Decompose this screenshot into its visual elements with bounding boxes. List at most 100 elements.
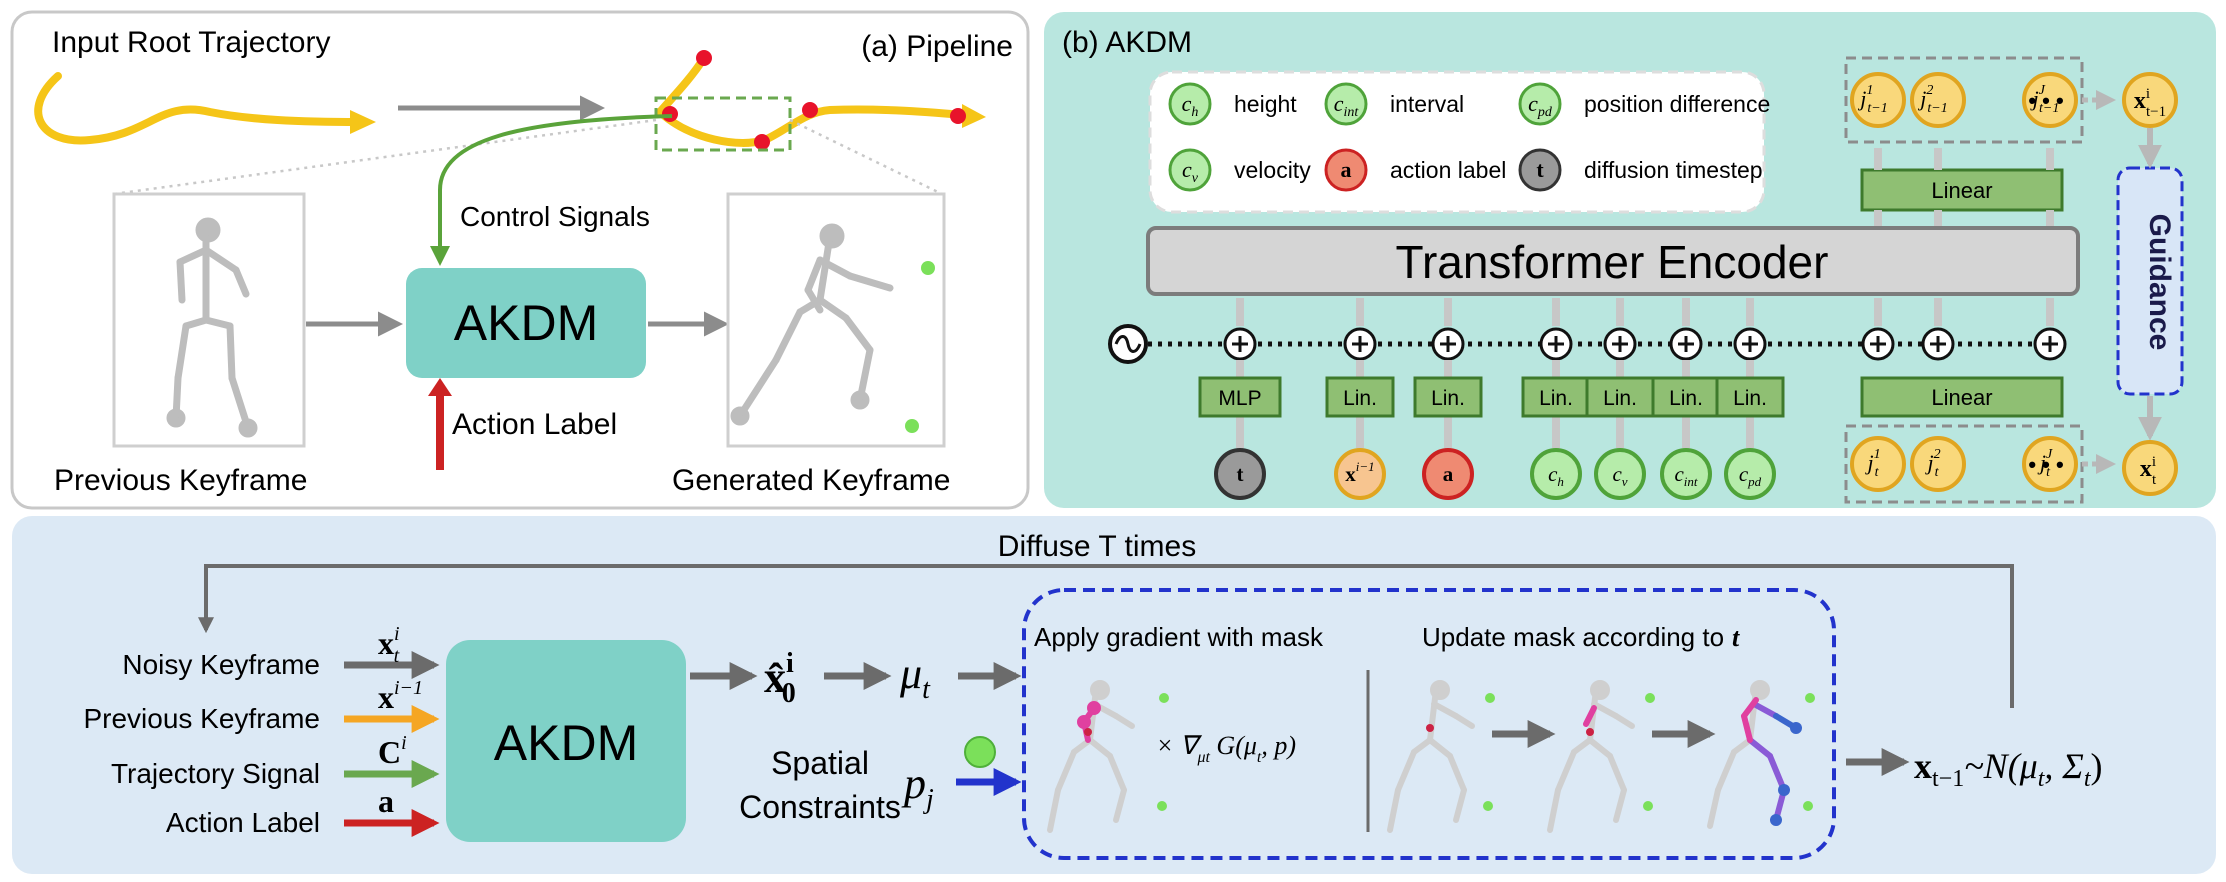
sampling-akdm-block	[446, 640, 686, 842]
input-row-label: Noisy Keyframe	[122, 649, 320, 680]
pipeline-akdm-label: AKDM	[454, 295, 598, 351]
input-row-symbol: Ci	[378, 732, 407, 770]
constraint-dot	[1485, 693, 1495, 703]
input-node-label: cint	[1674, 462, 1697, 489]
input-row-label: Previous Keyframe	[83, 703, 320, 734]
zoom-line	[113, 118, 657, 196]
top-linear-label: Linear	[1931, 178, 1992, 203]
embedding-label: Lin.	[1669, 387, 1703, 410]
input-row-symbol: a	[378, 783, 394, 819]
sine-wave-icon	[1114, 335, 1142, 353]
embedding-block	[1325, 376, 1395, 418]
joint-token	[1910, 72, 1966, 128]
constraint-dot	[1157, 801, 1167, 811]
diffuse-label: Diffuse T times	[998, 530, 1196, 563]
previous-keyframe-label: Previous Keyframe	[54, 464, 307, 497]
legend-desc: action label	[1390, 157, 1506, 183]
embedding-block	[1413, 376, 1483, 418]
input-node-label: cv	[1612, 462, 1627, 489]
input-node-label: xi−1	[1345, 459, 1374, 486]
legend-symbol	[1324, 82, 1368, 126]
embedding-label: Lin.	[1343, 387, 1377, 410]
input-node	[1334, 448, 1386, 500]
joint-token	[1910, 436, 1966, 492]
mask-joint-red	[1586, 728, 1594, 736]
legend-symbol	[1168, 148, 1212, 192]
plus-nodes	[1223, 298, 2067, 361]
spatial-label-line1: Spatial	[771, 745, 869, 781]
input-trajectory-curve	[34, 72, 364, 145]
p-j-label: pj	[901, 759, 934, 815]
embedding-block	[1521, 376, 1591, 418]
constraint-dot	[1645, 693, 1655, 703]
keypoint-constraint	[921, 261, 935, 275]
legend-symbol	[1324, 148, 1368, 192]
action-label-arrowhead	[428, 378, 452, 396]
gradient-formula: × ∇μt G(μt, p)	[1156, 731, 1296, 766]
legend-desc: position difference	[1584, 91, 1770, 117]
input-node-label: a	[1443, 462, 1454, 486]
pipeline-title: (a) Pipeline	[861, 30, 1013, 63]
bottom-linear-label: Linear	[1931, 385, 1992, 410]
embedding-label: Lin.	[1539, 387, 1573, 410]
joint-token	[1850, 72, 1906, 128]
input-row-symbol: xi−1	[378, 677, 423, 715]
control-point	[754, 134, 770, 150]
control-point	[950, 108, 966, 124]
generated-keyframe-label: Generated Keyframe	[672, 464, 950, 497]
input-node	[1422, 448, 1474, 500]
bottom-linear-block	[1860, 376, 2064, 418]
constraint-dot	[1483, 801, 1493, 811]
mask-joint-red	[1426, 724, 1434, 732]
trajectory-arrowhead	[350, 110, 376, 134]
input-node	[1724, 448, 1776, 500]
transformer-encoder-block	[1146, 226, 2080, 296]
legend-desc: velocity	[1234, 157, 1311, 183]
legend-desc: interval	[1390, 91, 1464, 117]
legend-symbol	[1168, 82, 1212, 126]
embedding-block	[1651, 376, 1721, 418]
pipeline-akdm-block	[406, 268, 646, 378]
apply-gradient-label: Apply gradient with mask	[1034, 622, 1324, 652]
legend-desc: height	[1234, 91, 1297, 117]
mask-joint-blue	[1778, 784, 1790, 796]
processed-trajectory-arrowhead	[962, 104, 986, 128]
input-node-label: t	[1237, 462, 1244, 486]
generated-keyframe-skeleton	[730, 223, 894, 426]
control-signals-arrow	[430, 114, 673, 266]
constraint-dot	[1159, 693, 1169, 703]
spatial-label-line2: Constraints	[739, 789, 901, 825]
control-point	[802, 102, 818, 118]
embedding-block	[1198, 376, 1282, 418]
x-t-input-token	[2122, 440, 2178, 496]
guidance-label: Guidance	[2143, 214, 2176, 351]
input-row-label: Trajectory Signal	[111, 758, 320, 789]
mask-joints-2	[1583, 705, 1597, 727]
joint-token	[2022, 436, 2078, 492]
control-point	[662, 106, 678, 122]
input-node	[1214, 448, 1266, 500]
input-ellipsis: • • •	[2028, 452, 2063, 477]
legend-box	[1148, 70, 1766, 214]
input-node-label: ch	[1548, 462, 1564, 489]
mu-label: μt	[899, 649, 931, 705]
legend-desc: diffusion timestep	[1584, 157, 1763, 183]
embedding-blocks: MLPtLin.xi−1Lin.aLin.chLin.cvLin.cintLin…	[1198, 360, 1785, 500]
previous-keyframe-skeleton	[166, 217, 258, 438]
input-node	[1594, 448, 1646, 500]
legend-symbol	[1518, 82, 1562, 126]
legend-symbol-label: a	[1341, 157, 1352, 182]
